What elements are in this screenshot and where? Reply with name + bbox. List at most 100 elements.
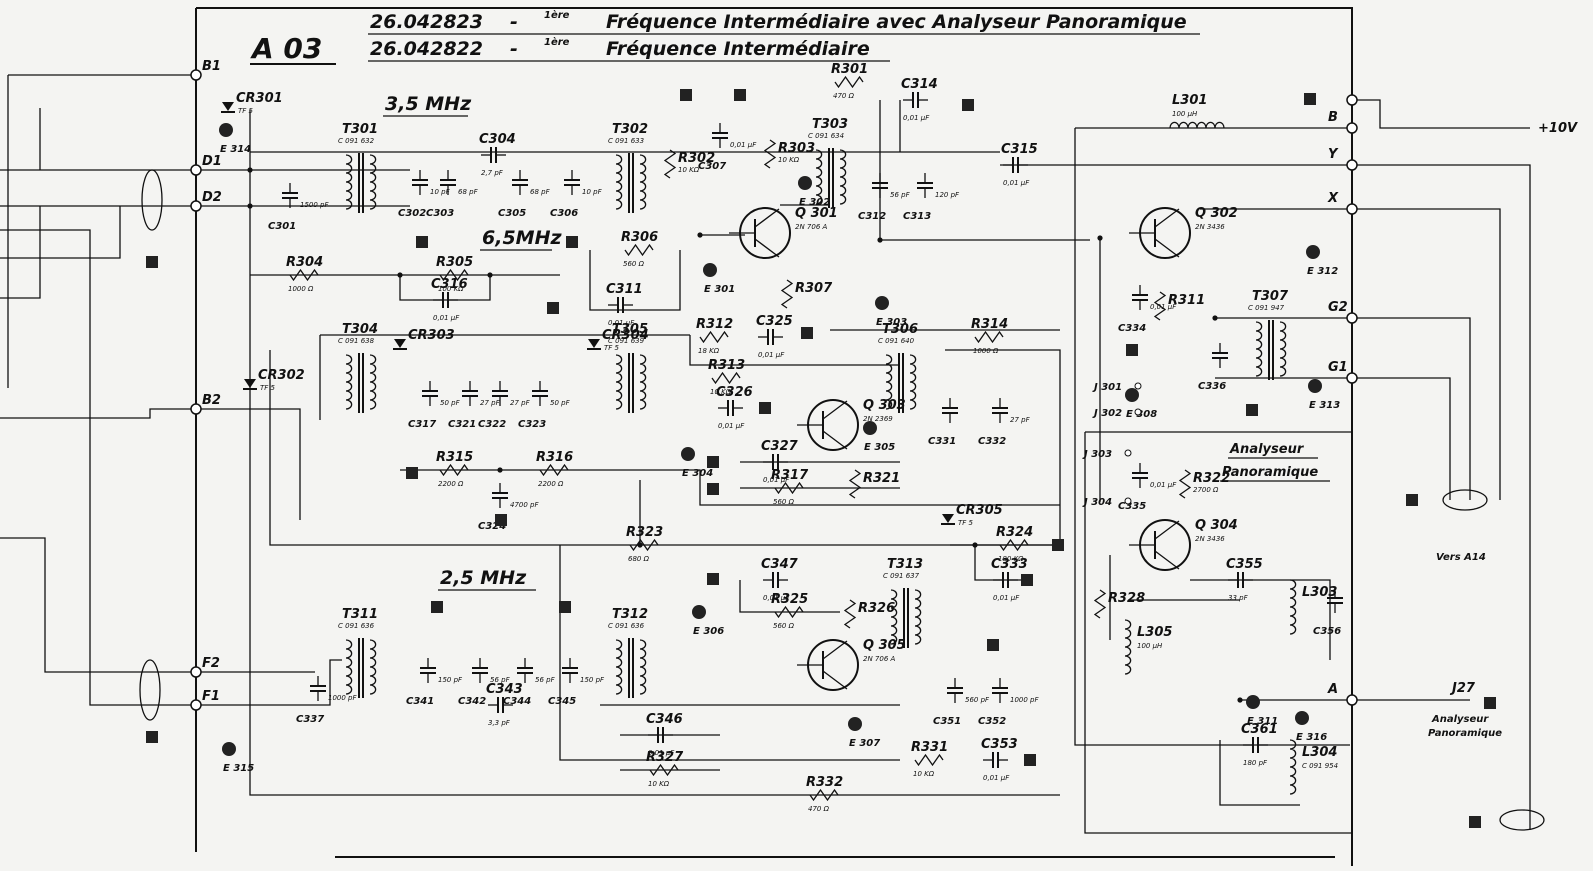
capacitor-ref: C323 xyxy=(518,419,546,430)
ground-block xyxy=(431,601,443,613)
capacitor-ref: C316 xyxy=(431,277,468,292)
capacitor-value: 56 pF xyxy=(535,676,556,684)
transistor-type: 2N 2369 xyxy=(863,415,893,423)
capacitor-value: 1000 pF xyxy=(1010,696,1039,704)
board-id: A 03 xyxy=(250,32,322,65)
terminal-label: B xyxy=(1328,110,1338,125)
header-line2-sep: - xyxy=(510,38,518,60)
capacitor-c355: C355 33 pF xyxy=(1226,557,1263,602)
transformer-ref: T303 xyxy=(812,117,848,132)
resistor-ref: R305 xyxy=(436,255,473,270)
test-point-e308: E 308 xyxy=(1125,388,1157,420)
resistor-ref: R332 xyxy=(806,775,843,790)
capacitor-value: 56 pF xyxy=(490,676,511,684)
test-point-e314: E 314 xyxy=(219,123,251,155)
capacitor-value: 0,01 µF xyxy=(1150,481,1177,489)
capacitor-value: 33 pF xyxy=(1228,594,1249,602)
terminal-label: Y xyxy=(1328,147,1339,162)
wire xyxy=(1352,164,1531,830)
wire xyxy=(589,250,681,311)
transformer-part: C 091 633 xyxy=(608,137,644,145)
wire xyxy=(196,7,1353,852)
test-point-e303: E 303 xyxy=(875,296,907,328)
resistor-ref: R303 xyxy=(778,141,815,156)
diode-type: TF 5 xyxy=(260,384,276,392)
test-point-e306: E 306 xyxy=(692,605,724,637)
resistor-value: 18 KΩ xyxy=(698,347,720,355)
header-line1-sup: 1ère xyxy=(544,9,570,21)
capacitor-value: 0,01 µF xyxy=(763,594,790,602)
wire xyxy=(1084,432,1352,834)
ground-block xyxy=(801,327,813,339)
terminal-b: B xyxy=(1328,110,1358,134)
capacitor-ref: C301 xyxy=(268,221,296,232)
ground-block xyxy=(1484,697,1496,709)
diode-type: TF 5 xyxy=(958,519,974,527)
capacitor-value: 10 pF xyxy=(430,188,451,196)
capacitor-ref: C355 xyxy=(1226,557,1263,572)
capacitor-value: 560 pF xyxy=(965,696,990,704)
resistor-ref: R313 xyxy=(708,358,745,373)
section-label-line1: Analyseur xyxy=(1229,442,1305,457)
capacitor-value: 0,01 µF xyxy=(903,114,930,122)
wire xyxy=(0,206,41,299)
jumper-label: J 304 xyxy=(1082,497,1112,508)
capacitor-value: 150 pF xyxy=(438,676,463,684)
capacitor-value: 1500 pF xyxy=(300,201,329,209)
junction-dot xyxy=(247,203,253,209)
capacitor-ref: C317 xyxy=(408,419,436,430)
test-point-label: E 314 xyxy=(220,144,251,155)
inductor-value: 100 µH xyxy=(1137,642,1163,650)
ground-block xyxy=(707,483,719,495)
terminal-y: Y xyxy=(1328,147,1358,171)
resistor-value: 2200 Ω xyxy=(438,480,464,488)
supply-label: +10V xyxy=(1538,121,1578,136)
terminal-f2: F2 xyxy=(190,656,220,678)
wire xyxy=(0,408,196,419)
test-point-e316: E 316 xyxy=(1295,711,1327,743)
resistor-value: 470 Ω xyxy=(833,92,855,100)
terminal-label: G1 xyxy=(1328,360,1348,375)
capacitor-ref: C306 xyxy=(550,208,578,219)
junction-dot xyxy=(877,237,883,243)
capacitor-ref: C327 xyxy=(761,439,799,454)
inductor-value: C 091 954 xyxy=(1302,762,1338,770)
resistor-value: 1000 Ω xyxy=(973,347,999,355)
transistor-ref: Q 305 xyxy=(863,638,906,653)
wire xyxy=(400,469,1060,506)
resistor-ref: R302 xyxy=(678,151,715,166)
capacitor-ref: C313 xyxy=(903,211,931,222)
jumper-label: J 302 xyxy=(1092,408,1122,419)
capacitor-value: 0,01 µF xyxy=(433,314,460,322)
terminal-g2: G2 xyxy=(1328,300,1358,324)
wire xyxy=(1219,740,1300,806)
wire xyxy=(0,206,121,259)
transistor-ref: Q 303 xyxy=(863,398,906,413)
test-point-label: E 307 xyxy=(849,738,880,749)
ground-block xyxy=(566,236,578,248)
capacitor-c331: C331 xyxy=(928,398,958,447)
capacitor-value: 50 pF xyxy=(550,399,571,407)
wire xyxy=(945,349,1061,545)
test-point-e312: E 312 xyxy=(1306,245,1338,277)
capacitor-ref: C314 xyxy=(901,77,938,92)
capacitor-value: 2,7 pF xyxy=(481,169,504,177)
